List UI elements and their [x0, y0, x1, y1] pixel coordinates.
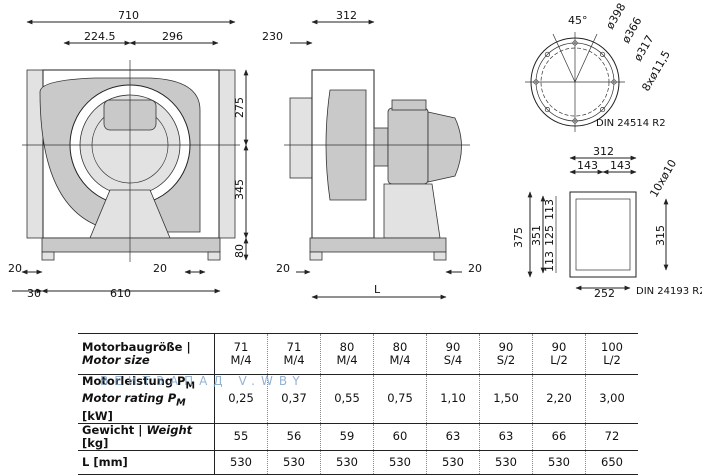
dim-inner-h: 315	[654, 225, 667, 246]
label-en: Motor size	[82, 353, 150, 367]
row-weight: Gewicht | Weight [kg] 55 56 59 60 63 63 …	[78, 422, 638, 451]
dim-foot-span: 610	[110, 287, 131, 300]
dim-offset: 30	[27, 287, 41, 300]
dim-foot-left: 20	[8, 262, 22, 275]
motor-body	[387, 107, 429, 185]
base-frame	[41, 237, 221, 253]
header-length: L [mm]	[78, 449, 215, 475]
dim-h-lower: 345	[233, 179, 246, 200]
dim-angle: 45°	[568, 14, 588, 27]
outlet-standard: DIN 24193 R2	[636, 286, 702, 297]
dim-inner-w: 252	[594, 287, 615, 300]
cell-power-7: 2,20	[532, 374, 586, 424]
outlet-flange-outer	[569, 191, 637, 278]
dim-p2: 125	[543, 225, 556, 246]
dim-h-upper: 275	[233, 97, 246, 118]
cell-weight-4: 60	[373, 422, 427, 451]
cell-length-5: 530	[426, 449, 480, 475]
inlet-flange-view: 45° ø398 ø366 ø317 8xø11,5 DIN 24514 R2	[525, 1, 673, 132]
dim-base: 80	[233, 244, 246, 258]
dim-depth: 312	[336, 9, 357, 22]
cell-power-3: 0,55	[320, 374, 374, 424]
cell-weight-6: 63	[479, 422, 533, 451]
dim-length: L	[374, 283, 381, 296]
dim-p3: 113	[543, 251, 556, 272]
cell-weight-3: 59	[320, 422, 374, 451]
dim-outlet-width: 312	[593, 145, 614, 158]
dim-foot-right: 20	[153, 262, 167, 275]
dim-inlet: 230	[262, 30, 283, 43]
dim-pitch-a: 143	[577, 159, 598, 172]
cell-length-3: 530	[320, 449, 374, 475]
cell-length-1: 530	[214, 449, 268, 475]
dim-right: 296	[162, 30, 183, 43]
dim-side-foot-right: 20	[468, 262, 482, 275]
dim-outlet-holes: 10xø10	[647, 157, 679, 199]
header-weight: Gewicht | Weight [kg]	[78, 422, 215, 451]
header-motor-size: Motorbaugröße |Motor size	[78, 333, 215, 375]
cell-power-8: 3,00	[585, 374, 638, 424]
dim-left: 224.5	[84, 30, 116, 43]
cell-weight-7: 66	[532, 422, 586, 451]
cell-power-4: 0,75	[373, 374, 427, 424]
dim-d398: ø398	[603, 1, 628, 32]
label-de: Motorbaugröße |	[82, 340, 191, 354]
watermark: ВЕНТЗАПАД V.WBY	[100, 374, 306, 388]
technical-drawing: 710 224.5 296 275 345 80 20 20 30 610 3	[8, 1, 702, 300]
terminal-box	[391, 99, 427, 111]
dim-width: 710	[118, 9, 139, 22]
cell-weight-5: 63	[426, 422, 480, 451]
motor-bracket	[383, 183, 441, 239]
inlet-standard: DIN 24514 R2	[596, 118, 666, 129]
cell-power-5: 1,10	[426, 374, 480, 424]
cell-length-2: 530	[267, 449, 321, 475]
inlet-flange-side	[289, 97, 313, 179]
motor-fan-cover	[427, 111, 462, 183]
dim-outlet-h-mid: 351	[530, 225, 543, 246]
side-base	[309, 237, 447, 253]
cell-length-6: 530	[479, 449, 533, 475]
outlet-flange-view: 312 143 143 10xø10 375 351 113 125 113 3…	[512, 145, 702, 300]
dim-p1: 113	[543, 199, 556, 220]
dim-outlet-h-outer: 375	[512, 227, 525, 248]
cell-weight-2: 56	[267, 422, 321, 451]
row-length: L [mm] 530 530 530 530 530 530 530 650	[78, 449, 638, 475]
side-view: 312 230 20 20 L	[262, 9, 482, 300]
cell-length-4: 530	[373, 449, 427, 475]
front-view: 710 224.5 296 275 345 80 20 20 30 610	[8, 9, 249, 300]
cell-power-6: 1,50	[479, 374, 533, 424]
cell-length-8: 650	[585, 449, 638, 475]
cell-weight-1: 55	[214, 422, 268, 451]
cell-weight-8: 72	[585, 422, 638, 451]
dim-pitch-b: 143	[610, 159, 631, 172]
cell-length-7: 530	[532, 449, 586, 475]
dim-side-foot-left: 20	[276, 262, 290, 275]
